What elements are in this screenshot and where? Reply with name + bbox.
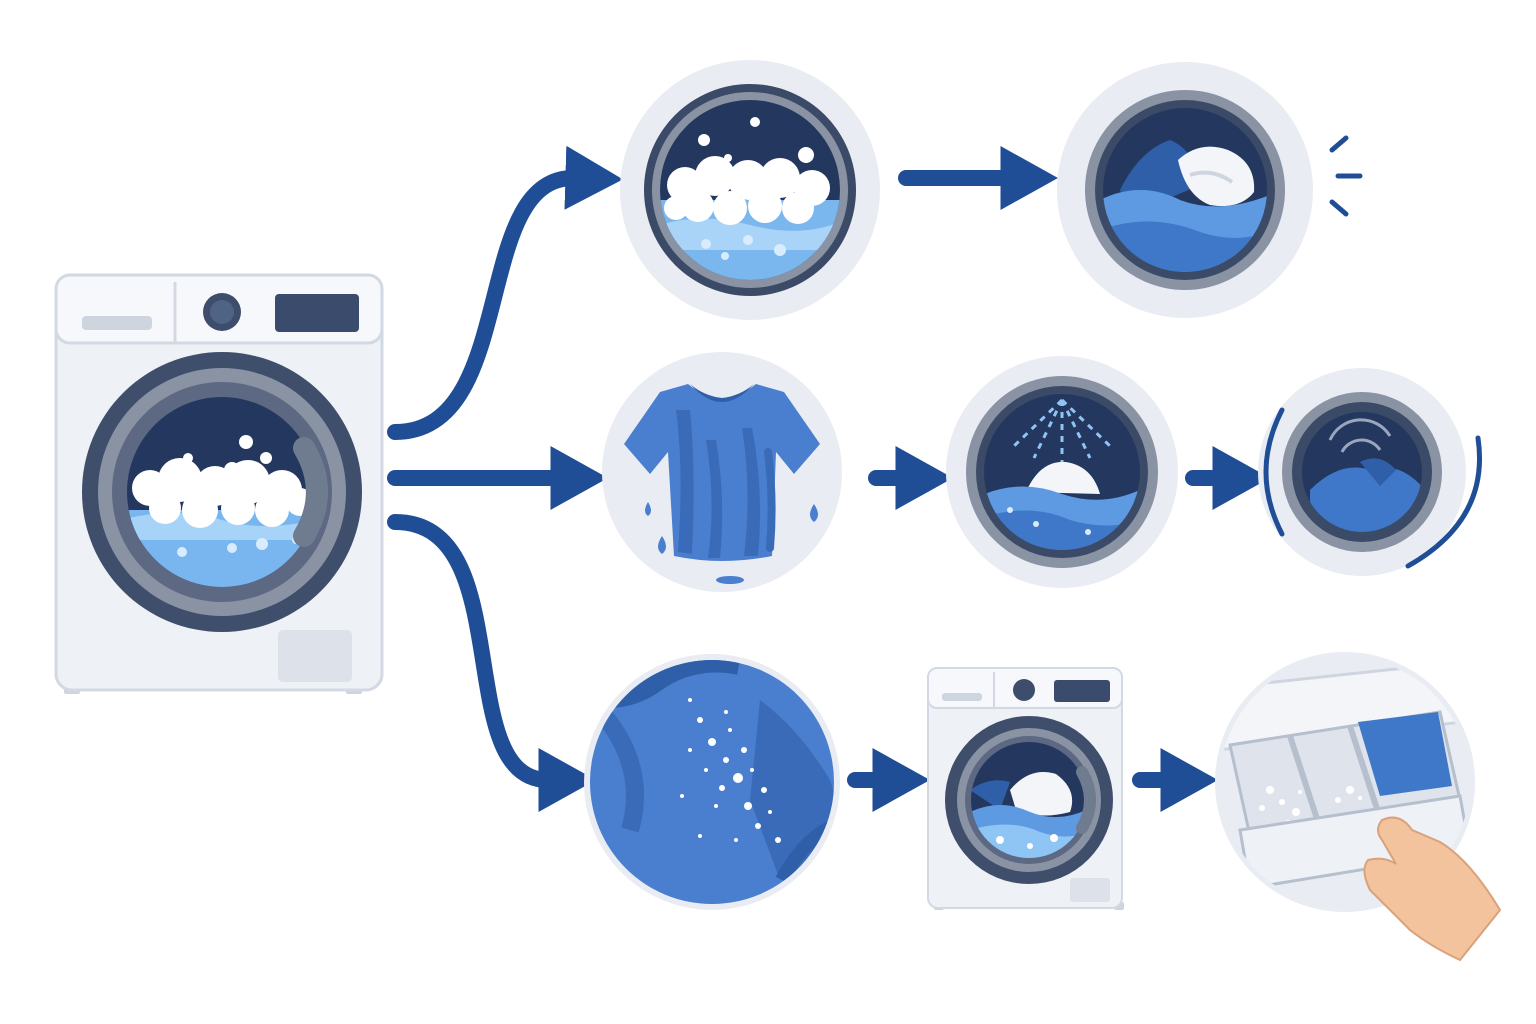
detergent-residue-shirt-icon: [584, 654, 840, 910]
arrow-washer-to-foam: [387, 145, 623, 440]
detergent-drawer-hand-icon: [1215, 652, 1502, 962]
spin-motion-right: [1405, 435, 1482, 569]
drum-rinse-spray-icon: [946, 356, 1178, 588]
connector-arrows: [387, 145, 1270, 812]
wet-dripping-shirt-icon: [602, 352, 842, 592]
washing-machine-clothes-icon: [927, 667, 1124, 910]
drum-full-of-foam-icon: [620, 60, 880, 320]
drum-spinning-icon: [1258, 368, 1482, 576]
spin-motion-left: [1263, 407, 1285, 537]
washing-machine-foam-icon: [54, 273, 384, 694]
drum-with-clothes-icon: [1057, 62, 1363, 318]
hand-icon: [1363, 816, 1502, 962]
vibration-lines: [1329, 135, 1363, 217]
arrow-washer-to-residue: [387, 514, 596, 812]
